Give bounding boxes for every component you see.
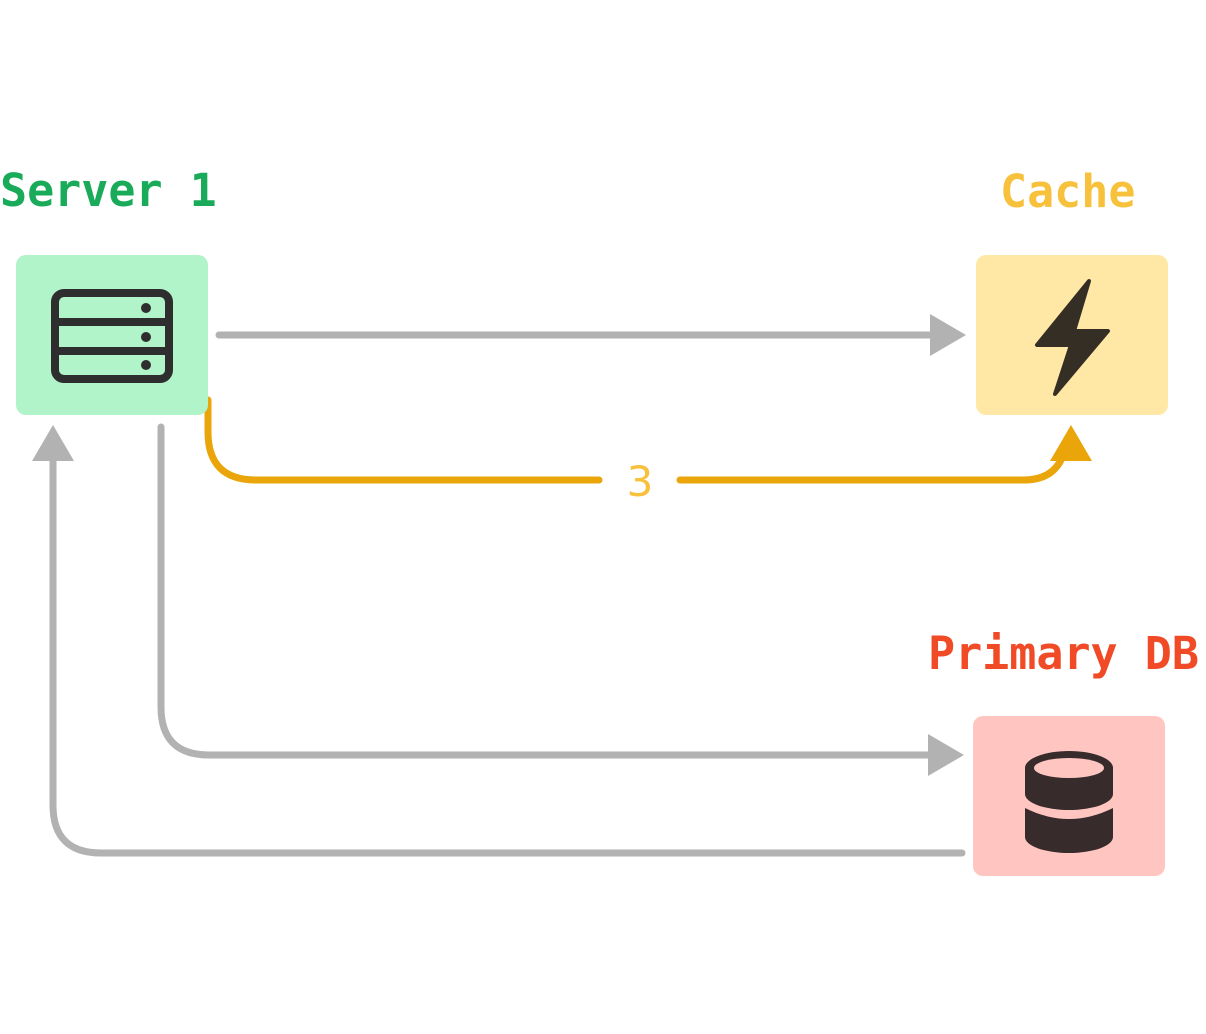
node-title: Primary DB [928, 627, 1199, 680]
edge-line [49, 454, 966, 857]
node-server-1[interactable]: Server 1 [0, 164, 217, 415]
edges: 3 [32, 314, 1092, 857]
database-icon [1025, 751, 1113, 853]
arrowhead-right-icon [928, 734, 964, 776]
node-primary-db[interactable]: Primary DB [928, 627, 1199, 876]
node-cache[interactable]: Cache [976, 165, 1168, 415]
server-rack-icon [51, 289, 173, 383]
edge-line [157, 423, 936, 759]
node-box [16, 255, 208, 415]
edge-server-to-primary-db[interactable] [157, 423, 964, 776]
edge-step-label: 3 [627, 457, 654, 506]
edge-server-to-cache-highlighted[interactable]: 3 [204, 396, 1092, 506]
node-title: Server 1 [0, 164, 217, 217]
node-title: Cache [1000, 165, 1135, 218]
arrowhead-right-icon [930, 314, 966, 356]
edge-line [676, 454, 1066, 484]
arrowhead-up-icon [32, 425, 74, 461]
edge-primary-db-to-server[interactable] [32, 425, 966, 857]
edge-line [204, 396, 603, 484]
arrowhead-up-icon [1050, 425, 1092, 461]
lightning-bolt-icon [1035, 279, 1110, 396]
edge-server-to-cache[interactable] [215, 314, 966, 356]
